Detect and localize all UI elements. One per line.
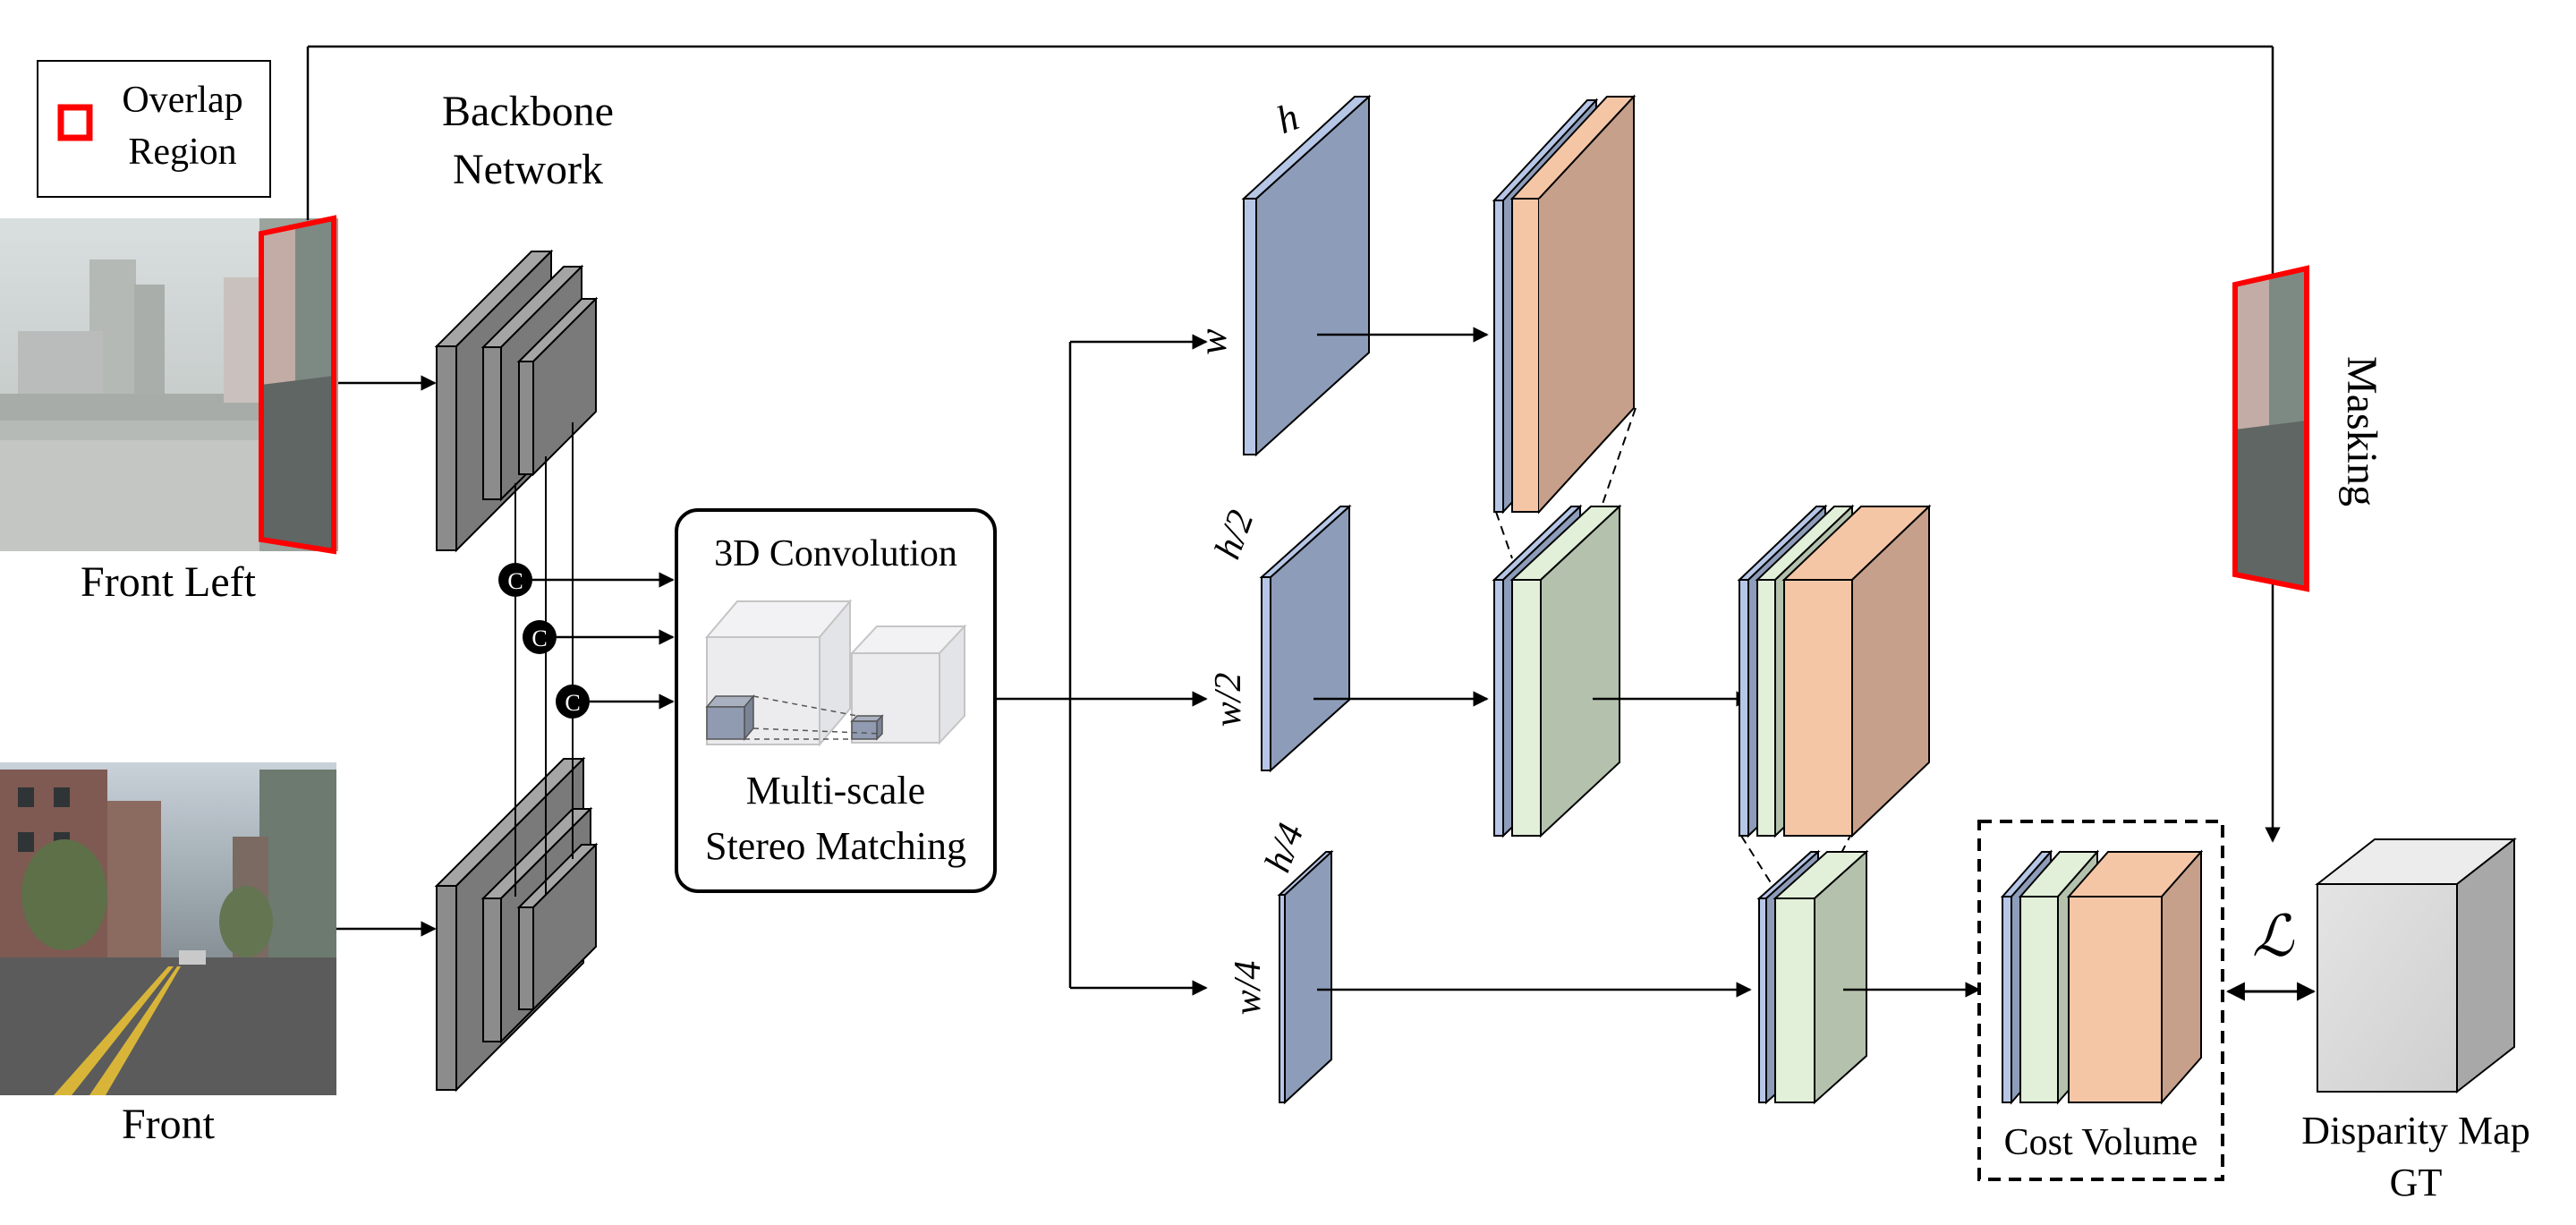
concat-node-2: C (523, 620, 557, 654)
concat-symbol: C (507, 568, 523, 594)
cost-volume-frame (1977, 820, 2224, 1181)
feature-map-half (1259, 504, 1352, 773)
volume-quarter-scale (1756, 849, 1869, 1105)
volume-full-scale (1492, 94, 1637, 515)
front-left-overlap-region (259, 215, 336, 555)
scale-quarter-h: h/4 (1257, 818, 1313, 877)
legend-label-line1: Overlap (122, 80, 242, 121)
volume-half-concat (1737, 504, 1932, 838)
concat-symbol: C (565, 690, 580, 716)
matching-box-line2: Stereo Matching (705, 824, 966, 868)
matching-box-title: 3D Convolution (714, 533, 957, 574)
concat-node-1: C (498, 563, 532, 597)
backbone-network-top (434, 249, 599, 553)
concat-node-3: C (556, 685, 590, 719)
legend-box (37, 60, 271, 198)
backbone-label-line1: Backbone (442, 88, 614, 135)
matching-box-line1: Multi-scale (746, 769, 925, 812)
feature-connectors (514, 422, 574, 897)
scale-full-h: h (1271, 95, 1304, 143)
cost-volume-label: Cost Volume (2004, 1122, 2198, 1163)
loss-symbol: ℒ (2252, 905, 2295, 968)
overlap-region-swatch (57, 104, 93, 141)
front-label: Front (122, 1101, 216, 1148)
cost-volume: Cost Volume (1977, 820, 2224, 1181)
stereo-matching-block: 3D Convolution Multi-scale Stereo Matchi… (675, 508, 997, 893)
feature-map-quarter (1277, 849, 1334, 1105)
3d-conv-cubes (704, 599, 967, 747)
legend-label-line2: Region (128, 132, 236, 173)
backbone-label-line2: Network (453, 146, 603, 193)
scale-full-w: w (1191, 328, 1235, 355)
masked-overlap-region (2232, 265, 2309, 592)
matching-output-branches (995, 334, 1208, 996)
volume-half-scale (1492, 504, 1622, 838)
concat-symbol: C (531, 625, 547, 651)
scale-half-w: w/2 (1208, 673, 1249, 727)
scale-quarter-w: w/4 (1228, 961, 1269, 1016)
gt-label-line2: GT (2390, 1161, 2443, 1204)
front-image (0, 762, 336, 1095)
feature-map-full (1241, 94, 1372, 457)
scale-half-h: h/2 (1207, 505, 1262, 564)
legend: Overlap Region (37, 60, 271, 198)
masking-label: Masking (2338, 356, 2385, 506)
disparity-map-gt-cube (2315, 837, 2517, 1094)
front-left-label: Front Left (81, 558, 257, 606)
gt-label-line1: Disparity Map (2301, 1109, 2529, 1153)
